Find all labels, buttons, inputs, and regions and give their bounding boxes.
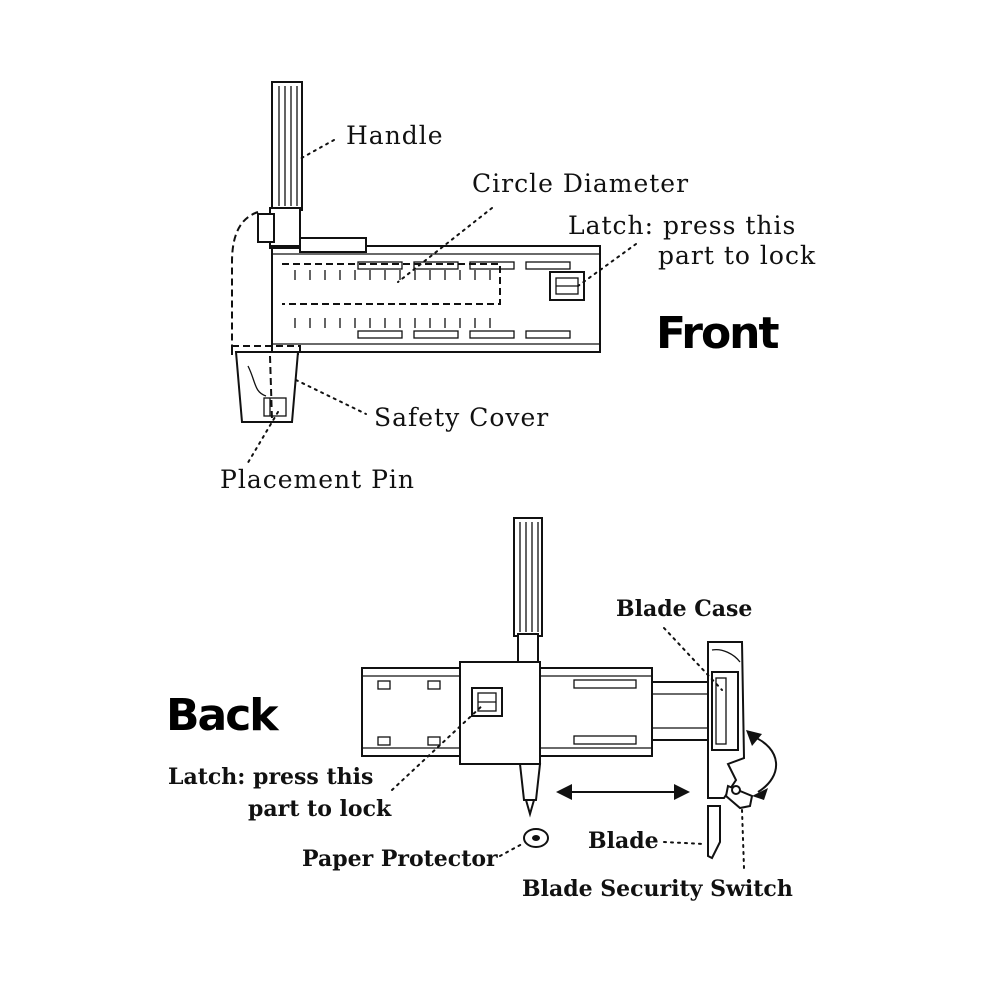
- blade-drawing: [707, 805, 721, 860]
- blade-security-switch-leader: [741, 809, 745, 869]
- front-latch-leader: [577, 243, 637, 287]
- front-view: Handle Circle Diameter Latch: press this…: [220, 81, 816, 494]
- label-handle: Handle: [346, 121, 444, 150]
- label-blade: Blade: [588, 828, 659, 854]
- paper-protector-leader: [499, 843, 523, 857]
- safety-cover-leader: [295, 379, 367, 415]
- label-placement-pin: Placement Pin: [220, 465, 415, 494]
- front-heading: Front: [656, 308, 779, 359]
- label-blade-case: Blade Case: [616, 596, 752, 622]
- blade-leader: [663, 841, 705, 845]
- front-handle-drawing: [257, 81, 303, 249]
- label-circle-diameter: Circle Diameter: [472, 169, 689, 198]
- label-back-latch-line2: part to lock: [248, 796, 392, 822]
- label-blade-security-switch: Blade Security Switch: [522, 876, 793, 902]
- label-safety-cover: Safety Cover: [374, 403, 549, 432]
- back-latch-leader: [391, 703, 485, 791]
- paper-protector-drawing: [523, 828, 549, 848]
- label-front-latch-line1: Latch: press this: [568, 211, 796, 240]
- front-safety-cover-drawing: [231, 345, 301, 423]
- slide-arrow-drawing: [556, 784, 690, 800]
- back-view: Blade Case Latch: press this part to loc…: [166, 517, 793, 902]
- label-paper-protector: Paper Protector: [302, 846, 498, 872]
- back-blade-case-drawing: [707, 641, 777, 810]
- front-body-drawing: [231, 211, 601, 353]
- blade-case-leader: [663, 627, 723, 691]
- handle-leader: [297, 139, 335, 161]
- label-back-latch-line1: Latch: press this: [168, 764, 373, 790]
- label-front-latch-line2: part to lock: [658, 241, 816, 270]
- back-heading: Back: [166, 690, 280, 741]
- circle-diameter-leader: [397, 207, 493, 283]
- back-centre-block-drawing: [459, 517, 543, 818]
